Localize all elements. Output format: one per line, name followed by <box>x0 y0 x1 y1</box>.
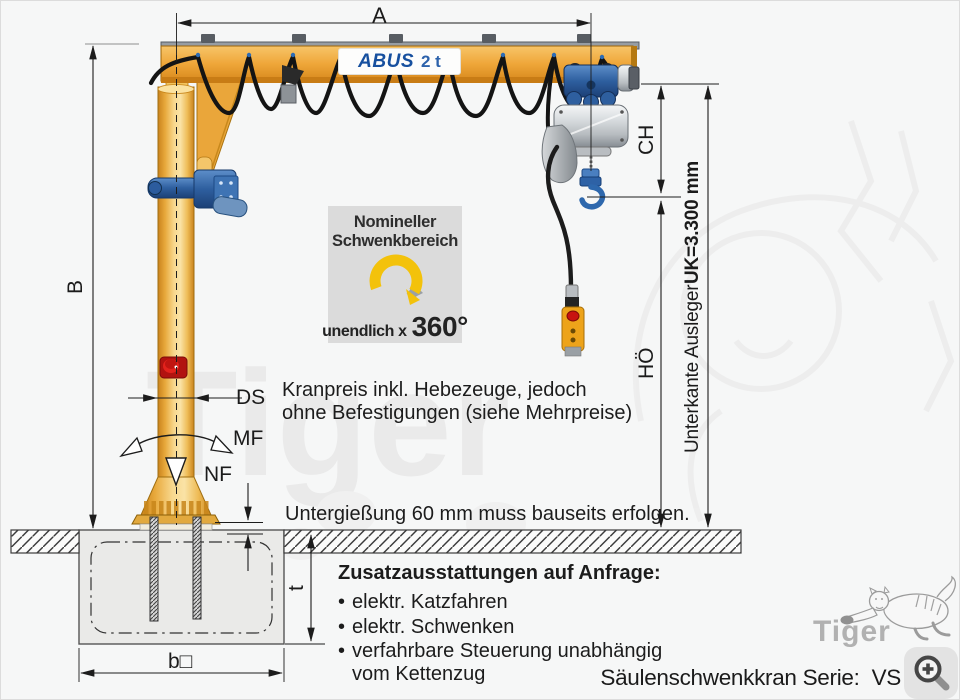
bullet-icon: • <box>338 591 346 613</box>
dim-b-label: B <box>64 280 87 295</box>
dim-uk-prefix: Unterkante Ausleger <box>682 284 703 453</box>
dim-ds-label: DS <box>236 386 266 409</box>
swing-range-caption: unendlich x <box>322 323 407 340</box>
foundation-block <box>78 529 285 645</box>
bullet-icon: • <box>338 640 346 662</box>
base-gussets <box>144 501 209 515</box>
trolley <box>563 63 640 110</box>
swing-range-title-line2: Schwenkbereich <box>331 232 459 250</box>
dim-grouting <box>215 483 263 571</box>
tiger-logo-art <box>840 575 956 641</box>
option-item: • elektr. Katzfahren <box>338 591 662 614</box>
grouting-note: Untergießung 60 mm muss bauseits erfolge… <box>285 503 690 525</box>
swing-range-box: Nomineller Schwenkbereich unendlich x 36… <box>322 206 468 343</box>
watermark-tiger-outline <box>632 120 955 523</box>
floor <box>10 529 742 554</box>
dim-b-square <box>78 648 285 682</box>
dim-uk-value: UK=3.300 mm <box>682 161 703 285</box>
series-caption: Säulenschwenkkran Serie: VS <box>600 665 901 691</box>
price-note-line2: ohne Befestigungen (siehe Mehrpreise) <box>282 402 633 424</box>
dim-t <box>285 534 325 645</box>
dim-nf-label: NF <box>204 463 232 486</box>
foundation-centerline-outline <box>90 541 273 634</box>
pendant-stop-button <box>566 310 580 322</box>
series-value: VS <box>871 665 902 690</box>
series-label: Säulenschwenkkran Serie: <box>600 665 860 690</box>
hook <box>579 168 606 210</box>
rail-clamps <box>201 34 591 43</box>
dimension-layer <box>78 13 719 682</box>
options-title: Zusatzausstattungen auf Anfrage: <box>338 562 661 584</box>
dim-mf <box>119 434 234 458</box>
tiger-logo-text: Tiger <box>813 615 891 648</box>
magnifier-plus-icon <box>914 655 950 691</box>
dim-nf-arrow <box>164 457 188 488</box>
zoom-button[interactable] <box>904 647 958 699</box>
dim-ho-label: HÖ <box>635 347 658 379</box>
price-note: Kranpreis inkl. Hebezeuge, jedoch ohne B… <box>282 379 632 425</box>
option-item-label: elektr. Schwenken <box>352 615 515 638</box>
option-item-label: verfahrbare Steuerung unabhängig <box>352 640 663 662</box>
emergency-stop-icon <box>159 356 188 379</box>
option-item: • verfahrbare Steuerung unabhängig <box>338 640 662 663</box>
watermark-text: Tiger <box>146 339 510 507</box>
rotation-arrow-icon <box>369 254 423 305</box>
option-item-continuation: vom Kettenzug <box>352 662 486 685</box>
dim-ch-label: CH <box>635 124 658 155</box>
options-block: Zusatzausstattungen auf Anfrage: • elekt… <box>338 562 662 685</box>
swing-range-degrees: 360° <box>411 311 469 342</box>
cable-end-clamp <box>280 65 304 104</box>
hoist-capacity: 2 t <box>421 51 441 71</box>
pendant-cable <box>545 144 574 292</box>
option-item-label: elektr. Katzfahren <box>352 591 508 613</box>
end-stop <box>628 66 640 90</box>
hoist-brand-plate: ABUS 2 t <box>338 48 461 75</box>
dim-mf-label: MF <box>233 427 264 450</box>
abus-logo: ABUS <box>358 50 414 72</box>
dim-uk-label: Unterkante Ausleger UK=3.300 mm <box>680 87 706 527</box>
bullet-icon: • <box>338 615 346 638</box>
swing-range-title-line1: Nomineller <box>353 213 437 231</box>
dim-t-label: t <box>285 585 308 591</box>
pendant-control <box>561 284 585 357</box>
anchor-bolts <box>149 516 202 622</box>
dim-a-label: A <box>372 3 387 28</box>
option-item: • elektr. Schwenken <box>338 616 662 639</box>
dim-b-square-label: b□ <box>168 650 193 673</box>
price-note-line1: Kranpreis inkl. Hebezeuge, jedoch <box>282 379 587 401</box>
slewing-drive <box>147 169 248 218</box>
